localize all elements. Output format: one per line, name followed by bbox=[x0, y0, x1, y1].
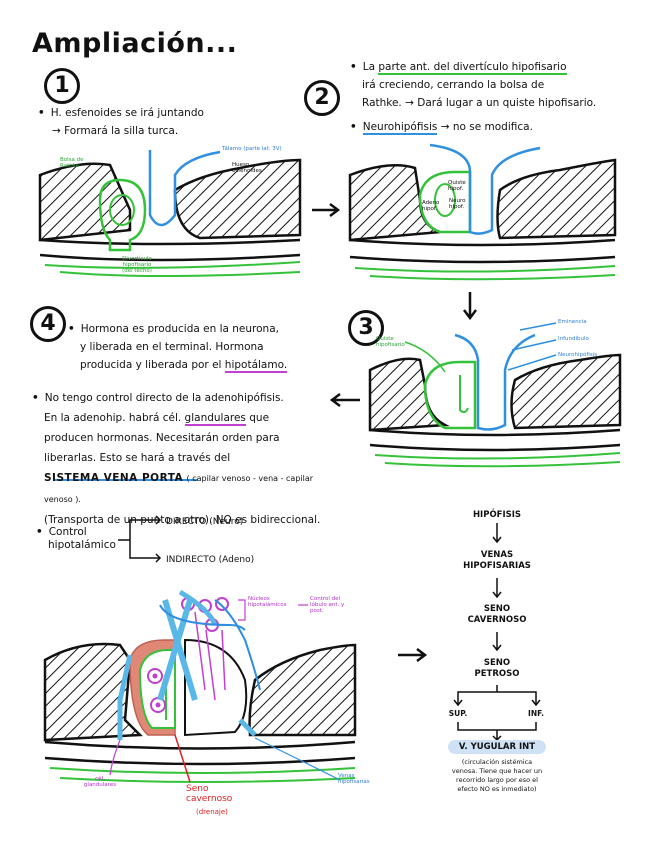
diagram-step2 bbox=[348, 143, 617, 281]
control-label2: hipotalámico bbox=[48, 539, 116, 551]
label-seno-cavernoso: Seno cavernoso bbox=[186, 784, 233, 804]
adeno-line3: producen hormonas. Necesitarán orden par… bbox=[44, 432, 280, 444]
adeno-line4: liberarlas. Esto se hará a través del bbox=[44, 452, 231, 464]
step4-line3a: producida y liberada por el bbox=[80, 359, 222, 371]
arrow-to-flowchart bbox=[398, 648, 428, 662]
flow-seno2: CAVERNOSO bbox=[467, 615, 527, 625]
flow-hipofisis: HIPÓFISIS bbox=[472, 510, 522, 520]
flow-petroso1: SENO bbox=[483, 658, 511, 668]
label-infundibulo: Infundíbulo bbox=[558, 336, 589, 342]
diagram-step3 bbox=[368, 322, 622, 468]
adeno-line1: No tengo control directo de la adenohipó… bbox=[44, 392, 284, 404]
step4-number: 4 bbox=[30, 306, 66, 342]
label-diverticulo: Divertículo hipofisario (del techo) bbox=[122, 256, 152, 274]
step2-line1a: La bbox=[362, 61, 376, 73]
flow-note4: efecto NO es inmediato) bbox=[457, 785, 537, 793]
step4-line3b: hipotálamo. bbox=[224, 359, 288, 373]
arrow-3-4 bbox=[329, 393, 360, 407]
step1-number: 1 bbox=[44, 68, 80, 104]
flowchart-arrows bbox=[453, 523, 541, 742]
step2-line3: Rathke. → Dará lugar a un quiste hipofis… bbox=[362, 97, 597, 109]
diagram-bottom bbox=[43, 589, 357, 783]
adeno-line5b: ( capilar venoso - vena - capilar venoso… bbox=[44, 474, 314, 504]
adeno-line6: (Transporta de un punto a otro). NO es b… bbox=[44, 514, 321, 526]
step4-line1: Hormona es producida en la neurona, bbox=[80, 323, 279, 335]
step2-number: 2 bbox=[304, 80, 340, 116]
step4-line2: y liberada en el terminal. Hormona bbox=[80, 341, 264, 353]
label-control-lobulo: Control del lóbulo ant. y post. bbox=[310, 596, 345, 614]
flow-note: (circulación sistémica venosa. Tiene que… bbox=[432, 758, 562, 794]
control-label: •Control hipotalámico bbox=[36, 526, 126, 552]
step1-text: •H. esfenoides se irá juntando → Formará… bbox=[38, 104, 308, 140]
step2-line1b: parte ant. del divertículo hipofisario bbox=[378, 61, 567, 75]
arrow-1-2 bbox=[312, 203, 341, 217]
label-drenaje: (drenaje) bbox=[196, 808, 228, 816]
flow-seno1: SENO bbox=[483, 604, 511, 614]
label-neurohipofisis: Neurohipófisis bbox=[558, 352, 598, 358]
adeno-line2a: En la adenohip. habrá cél. bbox=[44, 412, 182, 424]
flow-inf: INF. bbox=[528, 709, 544, 718]
diagram-step1 bbox=[38, 150, 302, 277]
label-cel-glandulares: cél. glandulares bbox=[83, 776, 117, 788]
control-bracket bbox=[118, 519, 160, 559]
control-indirecto: INDIRECTO (Adeno) bbox=[166, 555, 255, 565]
flow-note2: venosa. Tiene que hacer un bbox=[451, 767, 543, 775]
flow-seno-cavernoso: SENO CAVERNOSO bbox=[447, 604, 547, 626]
flow-yugular: V. YUGULAR INT bbox=[458, 742, 536, 752]
adeno-text: •No tengo control directo de la adenohip… bbox=[32, 388, 332, 530]
label-hueso: Hueso esfenoides bbox=[232, 162, 262, 174]
adeno-line5a: SISTEMA VENA PORTA bbox=[44, 472, 184, 484]
adeno-line2b: glandulares bbox=[184, 412, 246, 426]
label-neuro-2: Neuro hipof. bbox=[449, 198, 466, 210]
label-venas-hipofisarias: Venas hipofisarias bbox=[338, 773, 370, 785]
step2-line4b: → no se modifica. bbox=[440, 121, 533, 133]
flow-sup: SUP. bbox=[448, 709, 468, 718]
adeno-line2c: que bbox=[249, 412, 270, 424]
step2-text: •La parte ant. del divertículo hipofisar… bbox=[350, 58, 650, 136]
label-adeno-2: Adeno hipof. bbox=[422, 200, 440, 212]
page-title: Ampliación... bbox=[32, 28, 238, 59]
flow-note1: (circulación sistémica bbox=[461, 758, 533, 766]
flow-venas2: HIPOFISARIAS bbox=[463, 561, 531, 571]
step2-line2: irá creciendo, cerrando la bolsa de bbox=[362, 79, 545, 91]
step1-line1: H. esfenoides se irá juntando bbox=[50, 107, 204, 119]
yugular-highlight bbox=[448, 740, 546, 754]
flow-venas: VENAS HIPOFISARIAS bbox=[437, 550, 557, 572]
step2-line4a: Neurohipófisis bbox=[362, 121, 438, 135]
label-bolsa: Bolsa de Rathke bbox=[60, 157, 84, 169]
label-quiste-2: Quiste hipof. bbox=[448, 180, 466, 192]
step3-number: 3 bbox=[348, 310, 384, 346]
flow-seno-petroso: SENO PETROSO bbox=[447, 658, 547, 680]
label-eminencia: Eminencia bbox=[558, 319, 587, 325]
step4-text: •Hormona es producida en la neurona, y l… bbox=[68, 320, 318, 374]
step1-line2: → Formará la silla turca. bbox=[52, 125, 179, 137]
control-directo: DIRECTO (Neuro) bbox=[166, 517, 244, 527]
label-talamo: Tálamo (parte lat. 3V) bbox=[222, 146, 282, 152]
arrow-2-3 bbox=[463, 292, 477, 321]
label-nucleos: Núcleos hipotalámicos bbox=[248, 596, 287, 608]
flow-petroso2: PETROSO bbox=[474, 669, 520, 679]
control-label1: Control bbox=[48, 526, 87, 538]
flow-note3: recorrido largo por eso el bbox=[456, 776, 538, 784]
label-quiste-3: Quiste hipofisario bbox=[376, 336, 405, 348]
flow-venas1: VENAS bbox=[480, 550, 514, 560]
